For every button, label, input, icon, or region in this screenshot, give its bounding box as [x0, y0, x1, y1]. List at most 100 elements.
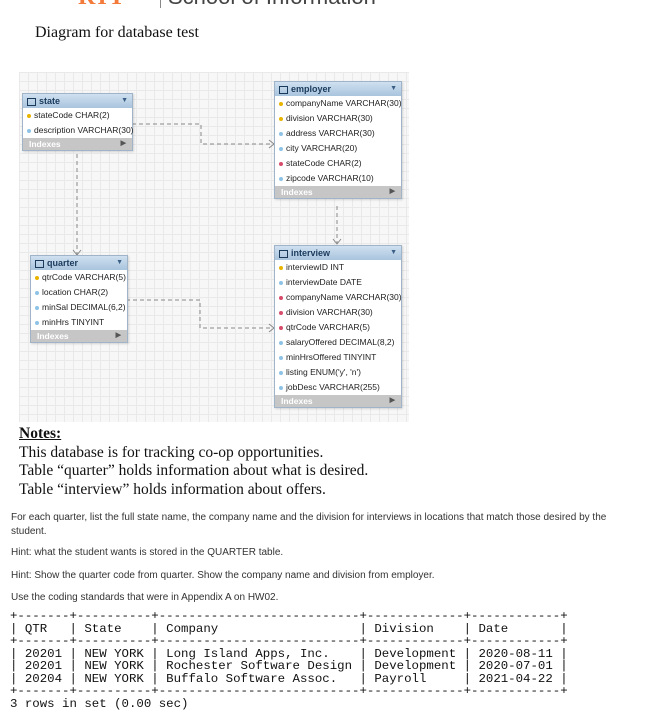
indexes-label: Indexes — [37, 331, 69, 341]
expand-arrow-icon[interactable]: ▶ — [115, 332, 121, 339]
result-row: | 20204 | NEW YORK | Buffalo Software As… — [10, 671, 568, 686]
table-icon — [35, 259, 44, 268]
collapse-arrow-icon[interactable]: ▼ — [121, 97, 128, 104]
question-prompt: For each quarter, list the full state na… — [11, 512, 607, 537]
header-logo: RIT School of Information — [0, 0, 648, 8]
primary-key-icon — [279, 265, 283, 270]
column-icon — [279, 385, 283, 390]
rit-logo-mark: RIT — [78, 0, 127, 8]
notes-line: This database is for tracking co-op oppo… — [19, 443, 324, 461]
collapse-arrow-icon[interactable]: ▼ — [116, 259, 123, 266]
column-icon — [279, 280, 283, 285]
column-text: minHrs TINYINT — [42, 317, 105, 327]
column-text: division VARCHAR(30) — [286, 307, 373, 317]
column-row: zipcode VARCHAR(10) — [275, 171, 401, 186]
column-icon — [279, 131, 283, 136]
column-text: listing ENUM('y', 'n') — [286, 367, 361, 377]
table-border: +-------+----------+--------------------… — [10, 634, 568, 648]
column-row: division VARCHAR(30) — [275, 111, 401, 126]
column-text: description VARCHAR(30) — [34, 125, 134, 135]
column-text: qtrCode VARCHAR(5) — [286, 322, 370, 332]
table-name: quarter — [47, 258, 79, 268]
notes-title: Notes: — [19, 425, 62, 442]
column-row: stateCode CHAR(2) — [275, 156, 401, 171]
relationship-lines — [72, 123, 342, 333]
notes-section: Notes: This database is for tracking co-… — [19, 425, 368, 499]
table-name: interview — [291, 248, 331, 258]
foreign-key-icon — [279, 295, 283, 300]
column-text: interviewDate DATE — [286, 277, 362, 287]
table-border: +-------+----------+--------------------… — [10, 609, 568, 623]
indexes-section[interactable]: Indexes ▶ — [23, 138, 132, 150]
column-row: listing ENUM('y', 'n') — [275, 365, 401, 380]
expand-arrow-icon[interactable]: ▶ — [389, 188, 395, 195]
column-text: division VARCHAR(30) — [286, 113, 373, 123]
column-row: interviewID INT — [275, 260, 401, 275]
primary-key-icon — [279, 116, 283, 121]
column-row: stateCode CHAR(2) — [23, 108, 132, 123]
column-row: minHrs TINYINT — [31, 315, 127, 330]
collapse-arrow-icon[interactable]: ▼ — [390, 85, 397, 92]
column-row: city VARCHAR(20) — [275, 141, 401, 156]
indexes-section[interactable]: Indexes ▶ — [275, 395, 401, 407]
column-text: city VARCHAR(20) — [286, 143, 358, 153]
rel-quarter-interview — [126, 299, 274, 329]
column-text: qtrCode VARCHAR(5) — [42, 272, 126, 282]
foreign-key-icon — [279, 325, 283, 330]
result-row: | 20201 | NEW YORK | Long Island Apps, I… — [10, 646, 568, 661]
hint-2: Hint: Show the quarter code from quarter… — [11, 570, 435, 581]
column-icon — [279, 340, 283, 345]
diagram-title: Diagram for database test — [35, 24, 199, 41]
table-header[interactable]: quarter ▼ — [31, 256, 127, 270]
column-row: minHrsOffered TINYINT — [275, 350, 401, 365]
primary-key-icon — [35, 275, 39, 280]
indexes-section[interactable]: Indexes ▶ — [31, 330, 127, 342]
table-name: employer — [291, 84, 332, 94]
column-row: address VARCHAR(30) — [275, 126, 401, 141]
table-interview[interactable]: interview ▼ interviewID INT interviewDate… — [274, 245, 402, 408]
column-text: stateCode CHAR(2) — [286, 158, 362, 168]
table-icon — [279, 85, 288, 94]
table-header[interactable]: employer ▼ — [275, 82, 401, 96]
column-row: companyName VARCHAR(30) — [275, 96, 402, 111]
indexes-label: Indexes — [29, 139, 61, 149]
column-icon — [279, 355, 283, 360]
column-text: stateCode CHAR(2) — [34, 110, 110, 120]
indexes-section[interactable]: Indexes ▶ — [275, 186, 401, 198]
table-name: state — [39, 96, 61, 106]
indexes-label: Indexes — [281, 396, 313, 406]
hint-1: Hint: what the student wants is stored i… — [11, 547, 284, 558]
column-text: companyName VARCHAR(30) — [286, 98, 402, 108]
column-text: zipcode VARCHAR(10) — [286, 173, 374, 183]
column-row: qtrCode VARCHAR(5) — [31, 270, 127, 285]
logo-divider — [160, 0, 161, 8]
column-row: interviewDate DATE — [275, 275, 401, 290]
column-text: companyName VARCHAR(30) — [286, 292, 402, 302]
indexes-label: Indexes — [281, 187, 313, 197]
column-icon — [27, 128, 31, 133]
rel-state-employer — [132, 123, 274, 145]
rel-employer-interview-end — [332, 238, 342, 245]
column-row: jobDesc VARCHAR(255) — [275, 380, 401, 395]
table-quarter[interactable]: quarter ▼ qtrCode VARCHAR(5) location CHA… — [30, 255, 128, 343]
collapse-arrow-icon[interactable]: ▼ — [390, 249, 397, 256]
expand-arrow-icon[interactable]: ▶ — [389, 397, 395, 404]
table-employer[interactable]: employer ▼ companyName VARCHAR(30) divisi… — [274, 81, 402, 199]
column-row: salaryOffered DECIMAL(8,2) — [275, 335, 401, 350]
result-header-row: | QTR | State | Company | Division | Dat… — [10, 621, 568, 636]
notes-line: Table “interview” holds information abou… — [19, 480, 326, 498]
notes-line: Table “quarter” holds information about … — [19, 462, 369, 479]
column-text: minHrsOffered TINYINT — [286, 352, 377, 362]
column-text: location CHAR(2) — [42, 287, 109, 297]
column-row: division VARCHAR(30) — [275, 305, 401, 320]
primary-key-icon — [279, 101, 283, 106]
er-diagram: state ▼ stateCode CHAR(2) description VAR… — [19, 72, 409, 422]
column-icon — [35, 305, 39, 310]
column-row: location CHAR(2) — [31, 285, 127, 300]
table-icon — [27, 97, 36, 106]
expand-arrow-icon[interactable]: ▶ — [120, 140, 126, 147]
table-header[interactable]: state ▼ — [23, 94, 132, 108]
column-text: minSal DECIMAL(6,2) — [42, 302, 126, 312]
table-state[interactable]: state ▼ stateCode CHAR(2) description VAR… — [22, 93, 134, 151]
table-header[interactable]: interview ▼ — [275, 246, 401, 260]
